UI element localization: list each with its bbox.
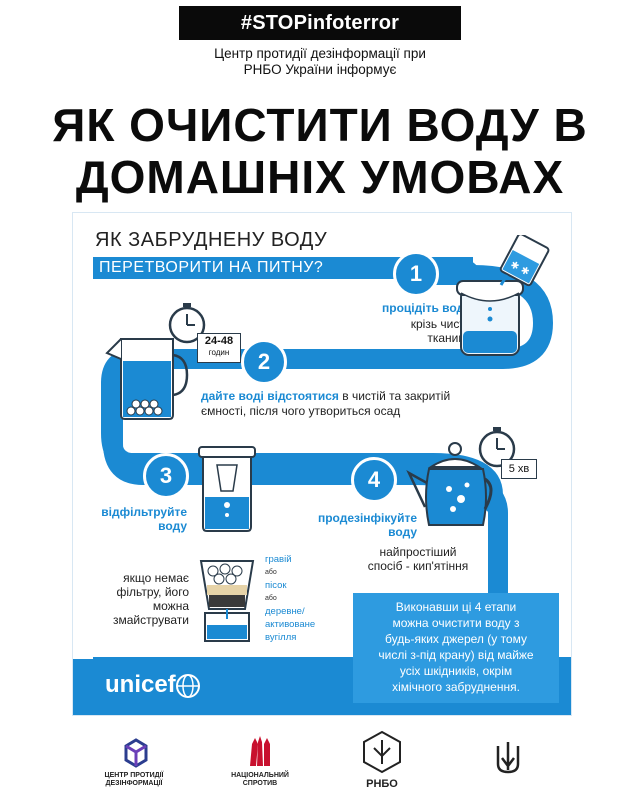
step-4-highlight-1: продезінфікуйте	[317, 511, 417, 525]
step-2-text-2: ємності, після чого утвориться осад	[201, 404, 401, 418]
page-title-line-2: ДОМАШНІХ УМОВАХ	[75, 151, 565, 203]
summary-box: Виконавши ці 4 етапи можна очистити воду…	[353, 593, 559, 703]
summary-line-2: можна очистити воду з	[392, 616, 520, 630]
step-4-number: 4	[351, 457, 397, 503]
step-1-text-1: крізь чисту	[410, 317, 471, 331]
step-4-timer: 5 хв	[501, 459, 537, 479]
poster-heading-2: ПЕРЕТВОРИТИ НА ПИТНУ?	[99, 259, 324, 276]
footer-logo-1: ЦЕНТР ПРОТИДІЇ ДЕЗІНФОРМАЦІЇ	[84, 772, 184, 788]
step-3-number: 3	[143, 453, 189, 499]
step-4-text-1: найпростіший	[379, 545, 457, 559]
footer-logo-2-line-2: СПРОТИВ	[242, 780, 278, 787]
cube-logo-icon	[124, 738, 148, 768]
hashtag-banner: #STOPinfoterror	[179, 6, 461, 40]
footer-logo-3: РНБО	[366, 778, 398, 790]
diy-layer-charcoal-2: активоване	[265, 619, 316, 630]
flame-icon	[250, 736, 270, 766]
step-1-text-2: тканину	[427, 331, 471, 345]
stopwatch-icon	[168, 303, 206, 344]
step-1-highlight: процідіть воду	[382, 301, 471, 315]
source-line-1: Центр протидії дезінформації при	[214, 46, 426, 61]
diy-layer-sand: пісок	[265, 580, 287, 591]
step-2-number: 2	[241, 339, 287, 385]
summary-line-5: усіх шкідників, окрім	[399, 664, 513, 678]
diy-note-3: можна	[152, 599, 189, 613]
diy-note-1: якщо немає	[123, 571, 189, 585]
footer-logo-2-line-1: НАЦІОНАЛЬНИЙ	[231, 772, 289, 779]
trident-icon	[496, 742, 520, 774]
step-2-timer-unit: годин	[208, 348, 230, 357]
summary-line-3: будь-яких джерел (у тому	[385, 632, 527, 646]
infographic-poster: ЯК ЗАБРУДНЕНУ ВОДУ ПЕРЕТВОРИТИ НА ПИТНУ?…	[72, 212, 572, 716]
step-2-highlight: дайте воді відстоятися	[201, 389, 339, 403]
diy-note-4: змайструвати	[112, 613, 189, 627]
footer-logo-2: НАЦІОНАЛЬНИЙ СПРОТИВ	[210, 772, 310, 788]
diy-layer-charcoal-3: вугілля	[265, 632, 297, 643]
poster-heading-1: ЯК ЗАБРУДНЕНУ ВОДУ	[95, 229, 328, 251]
step-2-timer: 24-48 годин	[197, 333, 241, 363]
summary-line-6: хімічного забруднення.	[392, 680, 520, 694]
diy-layers: гравій або пісок або деревне/ активоване…	[265, 553, 315, 644]
glass-pour-icon: ✱ ✱	[499, 235, 550, 287]
unicef-logo: unicef	[105, 671, 176, 698]
step-2-text-1: в чистій та закритій	[338, 389, 451, 403]
teapot-icon	[406, 442, 493, 526]
diy-note-2: фільтру, його	[116, 585, 189, 599]
rnbo-emblem-icon	[363, 730, 401, 774]
pitcher-icon	[105, 338, 189, 420]
jar-icon	[456, 280, 524, 356]
diy-layer-gravel: гравій	[265, 554, 292, 565]
footer-logo-1-line-2: ДЕЗІНФОРМАЦІЇ	[105, 780, 163, 787]
diy-or-1: або	[265, 569, 277, 576]
step-4-highlight-2: воду	[388, 525, 417, 539]
step-3-highlight-1: відфільтруйте	[101, 505, 187, 519]
unicef-globe-icon	[176, 674, 200, 698]
summary-line-4: числі з-під крану) від майже	[378, 648, 534, 662]
footer-logo-1-line-1: ЦЕНТР ПРОТИДІЇ	[104, 772, 164, 779]
stopwatch-icon-2	[478, 427, 516, 468]
step-4-text-2: спосіб - кип'ятіння	[367, 559, 469, 573]
filter-jug-icon	[198, 446, 256, 532]
step-3-highlight-2: воду	[158, 519, 187, 533]
step-2-text: дайте воді відстоятися в чистій та закри…	[201, 389, 561, 419]
summary-line-1: Виконавши ці 4 етапи	[395, 600, 517, 614]
page-title-line-1: ЯК ОЧИСТИТИ ВОДУ В	[52, 99, 588, 151]
source-line-2: РНБО України інформує	[243, 62, 397, 77]
diy-layer-charcoal-1: деревне/	[265, 606, 305, 617]
step-1-number: 1	[393, 251, 439, 297]
diy-filter-icon	[199, 560, 255, 642]
diy-or-2: або	[265, 595, 277, 602]
step-2-timer-value: 24-48	[204, 335, 234, 347]
